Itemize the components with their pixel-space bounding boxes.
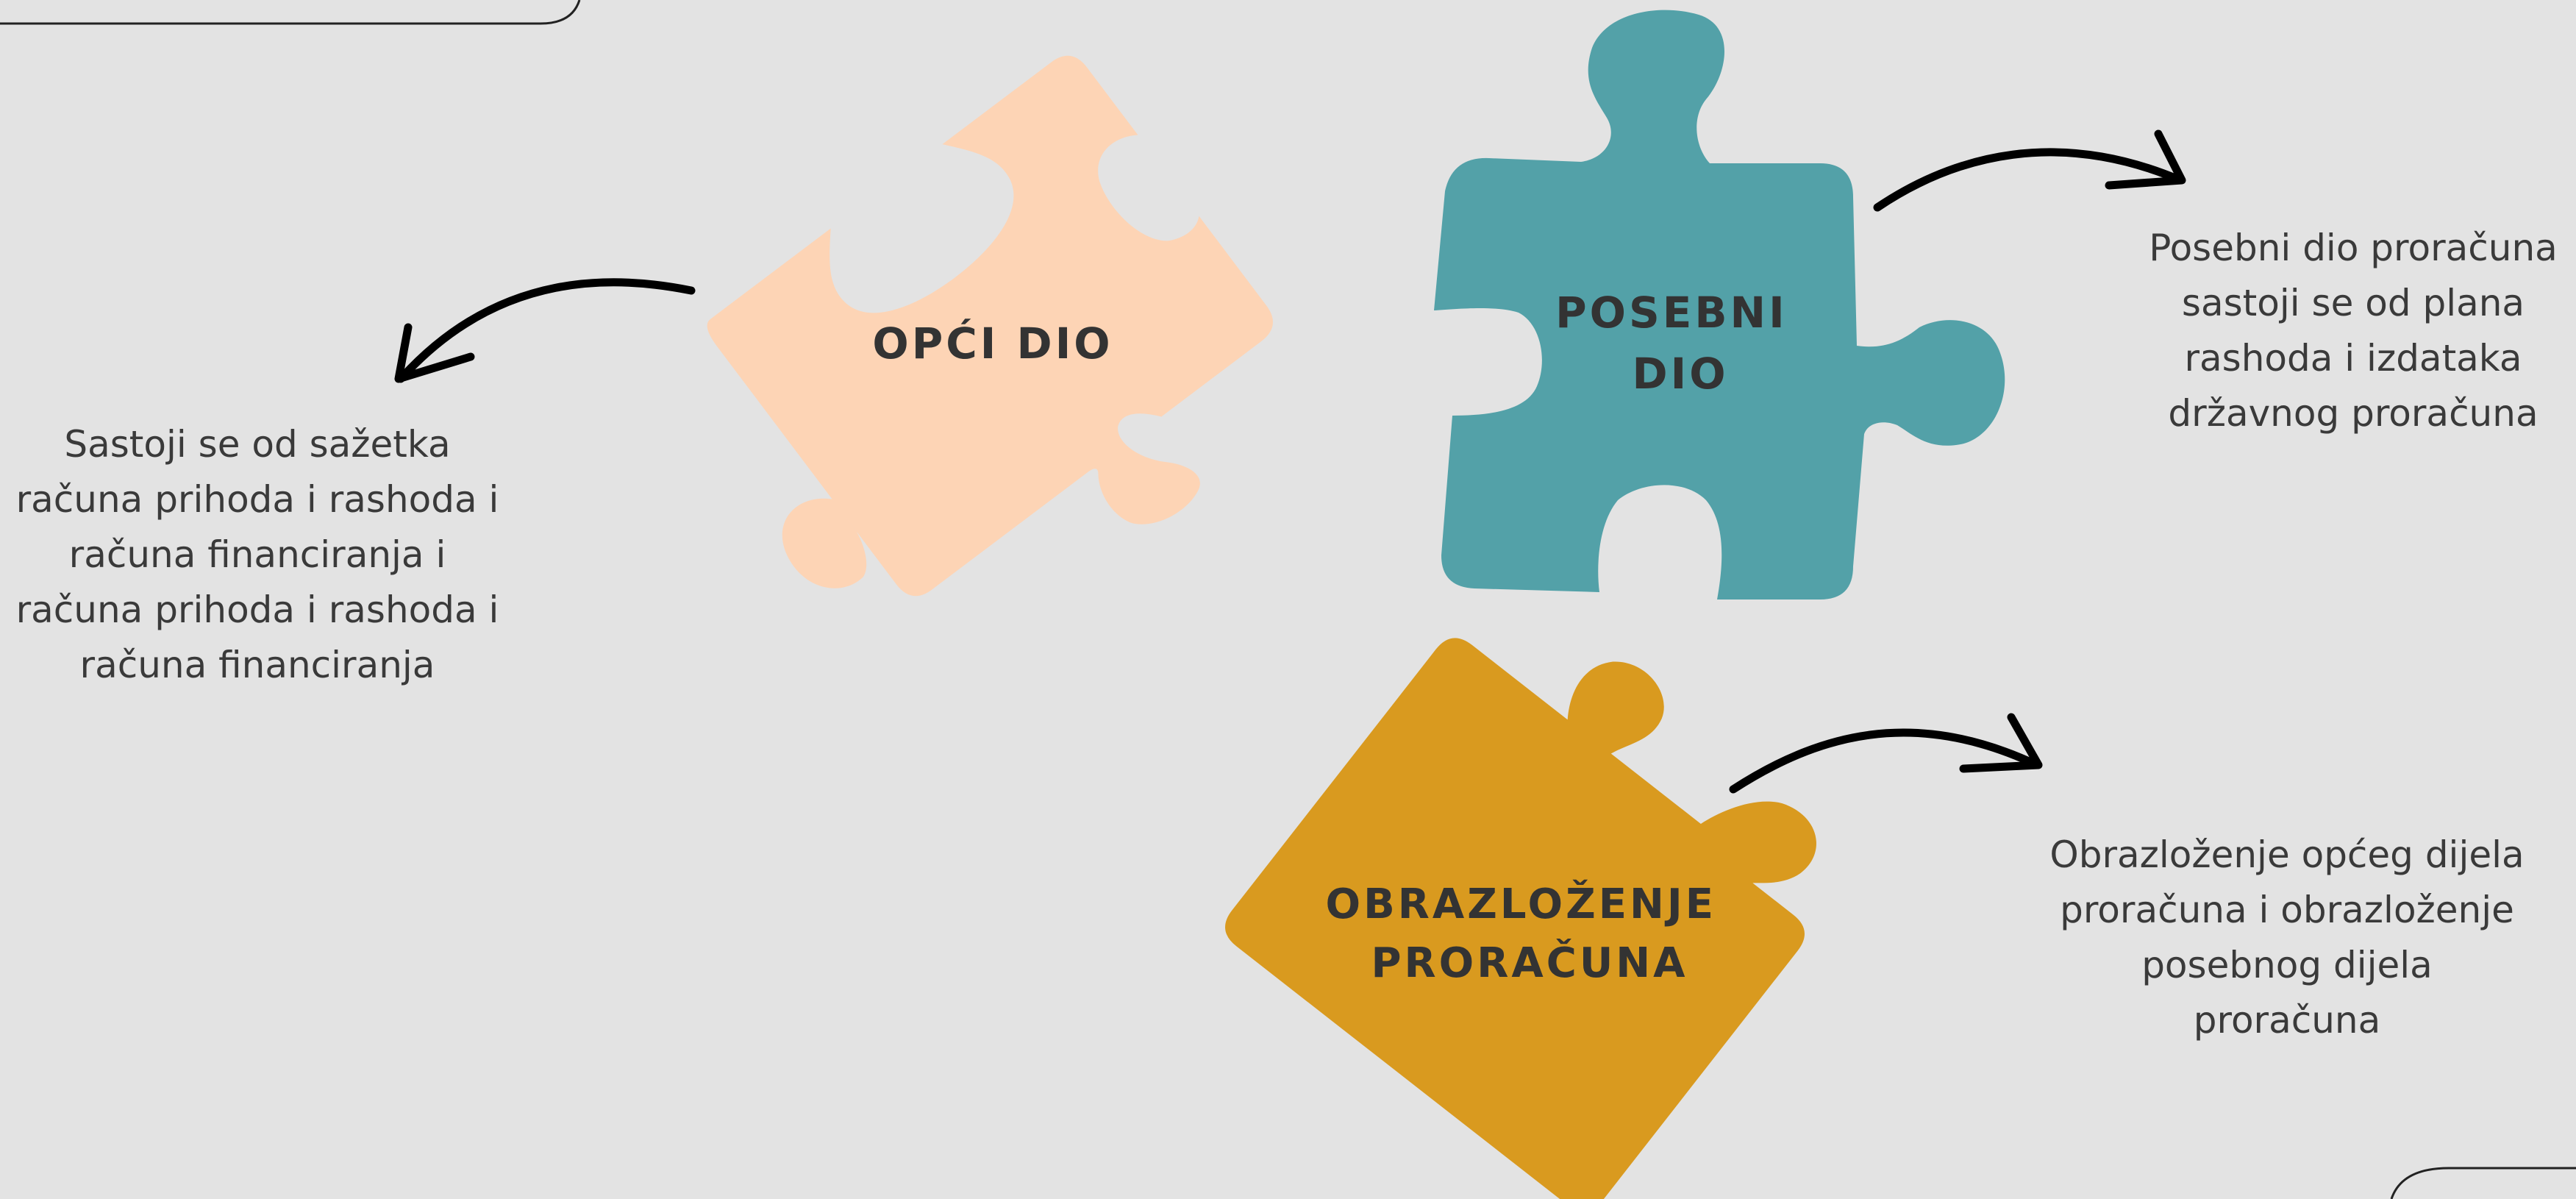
corner-frame-top-left bbox=[0, 0, 581, 25]
posebni-label-line-2: DIO bbox=[1632, 349, 1728, 399]
obrazlozenje-description-line-1: Obrazloženje općeg dijela bbox=[2049, 833, 2525, 876]
opci-description-line-5: računa financiranja bbox=[79, 644, 435, 686]
posebni-description-line-1: Posebni dio proračuna bbox=[2149, 227, 2558, 269]
posebni-label: POSEBNI DIO bbox=[1555, 288, 1805, 399]
posebni-description: Posebni dio proračuna sastoji se od plan… bbox=[2133, 221, 2574, 441]
opci-description-line-4: računa prihoda i rashoda i bbox=[15, 588, 499, 631]
arrow-to-opci-description bbox=[394, 278, 696, 383]
posebni-piece-shape bbox=[1434, 10, 2005, 600]
arrow-to-obrazlozenje-description bbox=[1729, 713, 2043, 794]
opci-description: Sastoji se od sažetka računa prihoda i r… bbox=[0, 417, 515, 693]
obrazlozenje-label-line-1: OBRAZLOŽENJE bbox=[1326, 880, 1716, 928]
obrazlozenje-label-line-2: PRORAČUNA bbox=[1371, 939, 1688, 987]
puzzle-piece-opci bbox=[707, 55, 1273, 597]
opci-label: OPĆI DIO bbox=[872, 318, 1113, 369]
opci-description-line-1: Sastoji se od sažetka bbox=[64, 423, 451, 466]
obrazlozenje-description-line-2: proračuna i obrazloženje bbox=[2060, 889, 2514, 931]
opci-description-line-3: računa financiranja i bbox=[68, 533, 446, 576]
posebni-description-line-3: rashoda i izdataka bbox=[2184, 337, 2522, 380]
obrazlozenje-label: OBRAZLOŽENJE PRORAČUNA bbox=[1326, 880, 1734, 987]
opci-piece-shape bbox=[707, 55, 1273, 597]
obrazlozenje-description: Obrazloženje općeg dijela proračuna i ob… bbox=[2030, 828, 2544, 1048]
puzzle-piece-obrazlozenje bbox=[1225, 638, 1816, 1199]
posebni-description-line-4: državnog proračuna bbox=[2168, 392, 2538, 435]
corner-frame-bottom-right bbox=[2390, 1167, 2576, 1199]
obrazlozenje-description-line-3: posebnog dijela bbox=[2141, 944, 2433, 986]
posebni-description-line-2: sastoji se od plana bbox=[2181, 282, 2525, 324]
arrow-to-posebni-description bbox=[1873, 129, 2186, 212]
obrazlozenje-description-line-4: proračuna bbox=[2193, 999, 2381, 1042]
opci-description-line-2: računa prihoda i rashoda i bbox=[15, 478, 499, 521]
posebni-label-line-1: POSEBNI bbox=[1555, 288, 1788, 338]
obrazlozenje-piece-shape bbox=[1225, 638, 1816, 1199]
opci-label-line-1: OPĆI DIO bbox=[872, 318, 1113, 369]
puzzle-piece-posebni bbox=[1434, 10, 2005, 600]
